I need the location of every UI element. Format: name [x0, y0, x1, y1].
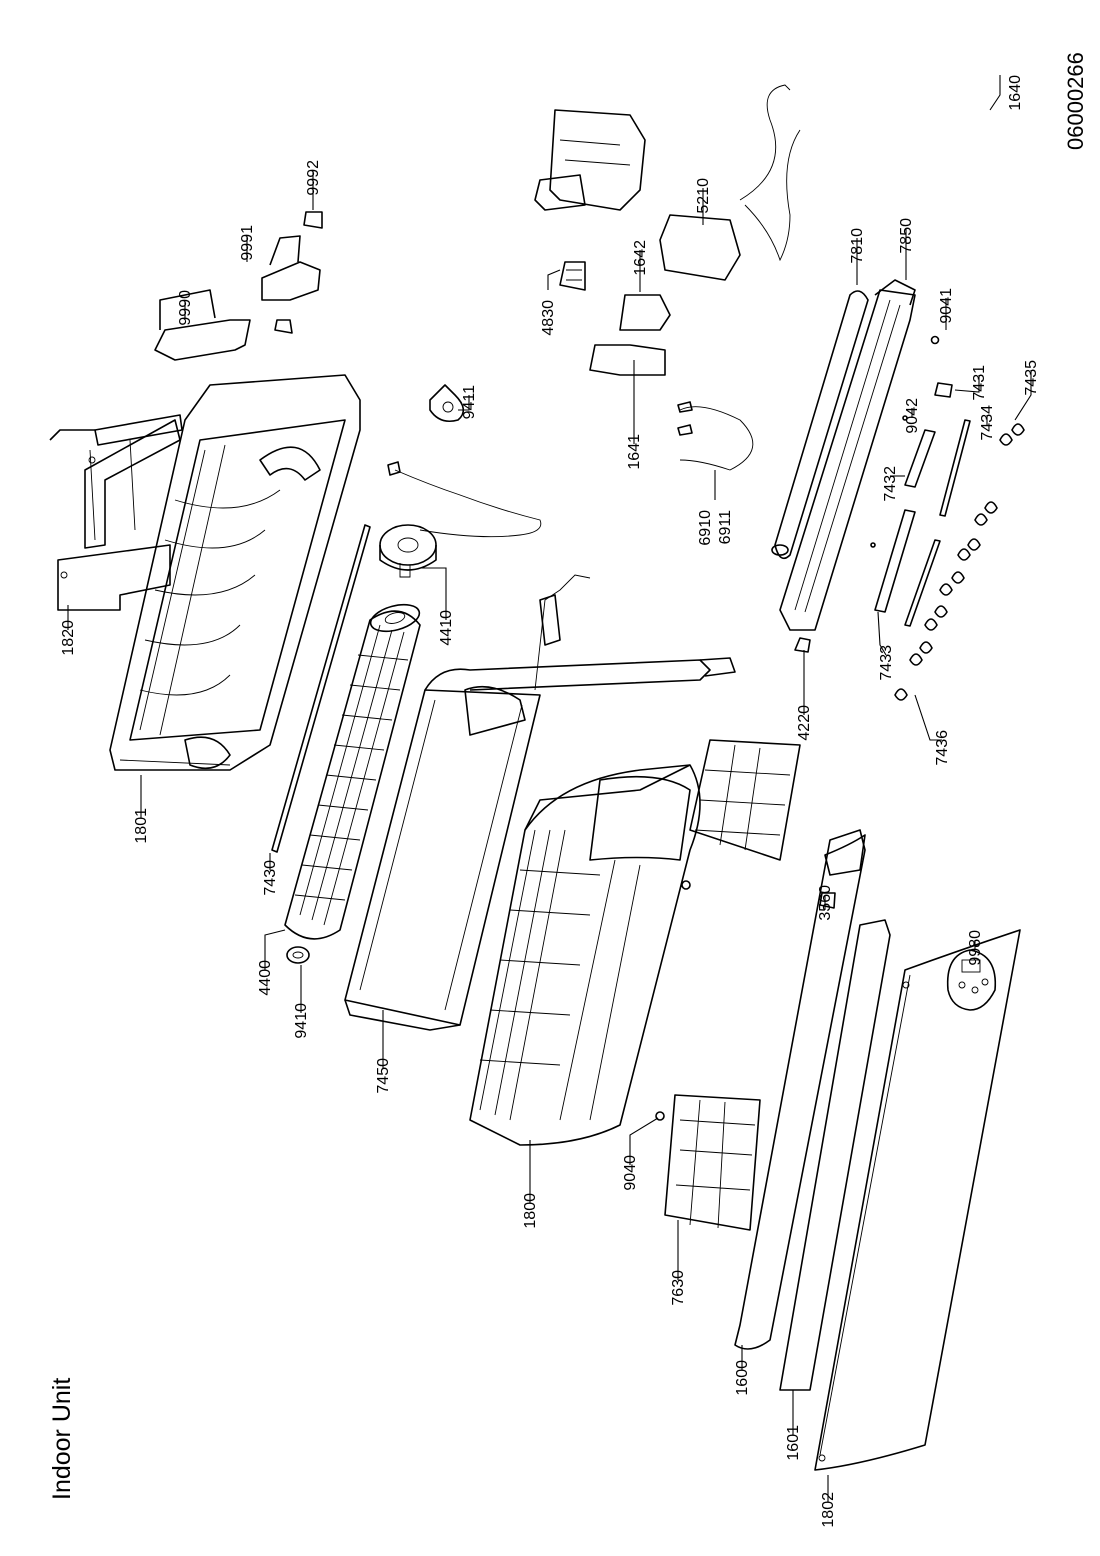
part-label-7436: 7436: [934, 730, 951, 766]
part-label-9411: 9411: [461, 385, 478, 420]
part-label-1802: 1802: [820, 1492, 837, 1528]
part-label-7435: 7435: [1023, 360, 1040, 396]
fan-motor-drawing: [379, 461, 542, 578]
part-label-6910: 6910: [697, 510, 714, 546]
document-code: 06000266: [1063, 52, 1088, 150]
part-label-1800: 1800: [522, 1193, 539, 1229]
part-label-1641: 1641: [626, 434, 643, 470]
rear-chassis-drawing: [109, 374, 361, 771]
part-label-7450: 7450: [375, 1058, 392, 1094]
part-label-1640: 1640: [1007, 75, 1024, 111]
bracket-drawings: [154, 211, 323, 361]
part-label-9991: 9991: [239, 225, 256, 261]
part-label-7810: 7810: [849, 228, 866, 264]
part-label-9041: 9041: [938, 288, 955, 324]
motor-clamp-drawing: [429, 384, 465, 423]
cross-flow-fan-drawing: [284, 603, 421, 940]
part-label-9410: 9410: [293, 1003, 310, 1039]
part-label-1601: 1601: [785, 1425, 802, 1461]
remote-control-drawing: [946, 949, 997, 1011]
part-label-7850: 7850: [898, 218, 915, 254]
front-cover-drawings: [734, 829, 1021, 1471]
part-labels: 1640 9992 5210 9991 1642 7810 7850 4830 9990 9041…: [60, 75, 1040, 1528]
page-title: Indoor Unit: [48, 1378, 76, 1500]
part-label-4410: 4410: [438, 610, 455, 646]
part-label-4400: 4400: [257, 960, 274, 996]
part-label-9980: 9980: [967, 930, 984, 966]
part-label-6911: 6911: [717, 510, 734, 545]
part-label-7434: 7434: [979, 405, 996, 441]
leader-lines: [67, 75, 1032, 1502]
drain-pan-drawings: [771, 279, 971, 653]
part-label-9992: 9992: [305, 160, 322, 196]
filter-drawings: [655, 739, 836, 1231]
part-label-9042: 9042: [904, 398, 921, 434]
part-label-1820: 1820: [60, 620, 77, 656]
part-label-7432: 7432: [882, 466, 899, 502]
part-label-4830: 4830: [540, 300, 557, 336]
electrical-box-drawings: [534, 84, 801, 471]
louver-clip-drawings: [894, 423, 1025, 701]
part-label-1801: 1801: [133, 808, 150, 844]
part-label-1600: 1600: [734, 1360, 751, 1396]
part-label-9990: 9990: [177, 290, 194, 326]
swing-rod-drawing: [271, 524, 371, 853]
part-label-4220: 4220: [796, 705, 813, 741]
bearing-drawing: [286, 946, 310, 964]
part-label-9040: 9040: [622, 1155, 639, 1191]
part-label-5210: 5210: [695, 178, 712, 214]
mounting-plate-drawing: [49, 414, 183, 611]
part-label-1642: 1642: [632, 240, 649, 276]
evaporator-drawing: [344, 574, 736, 1031]
part-label-7431: 7431: [971, 365, 988, 401]
part-label-7433: 7433: [878, 645, 895, 681]
part-label-7630: 7630: [670, 1270, 687, 1306]
part-label-3560: 3560: [817, 885, 834, 921]
part-label-7430: 7430: [262, 860, 279, 896]
front-panel-drawing: [469, 764, 701, 1146]
